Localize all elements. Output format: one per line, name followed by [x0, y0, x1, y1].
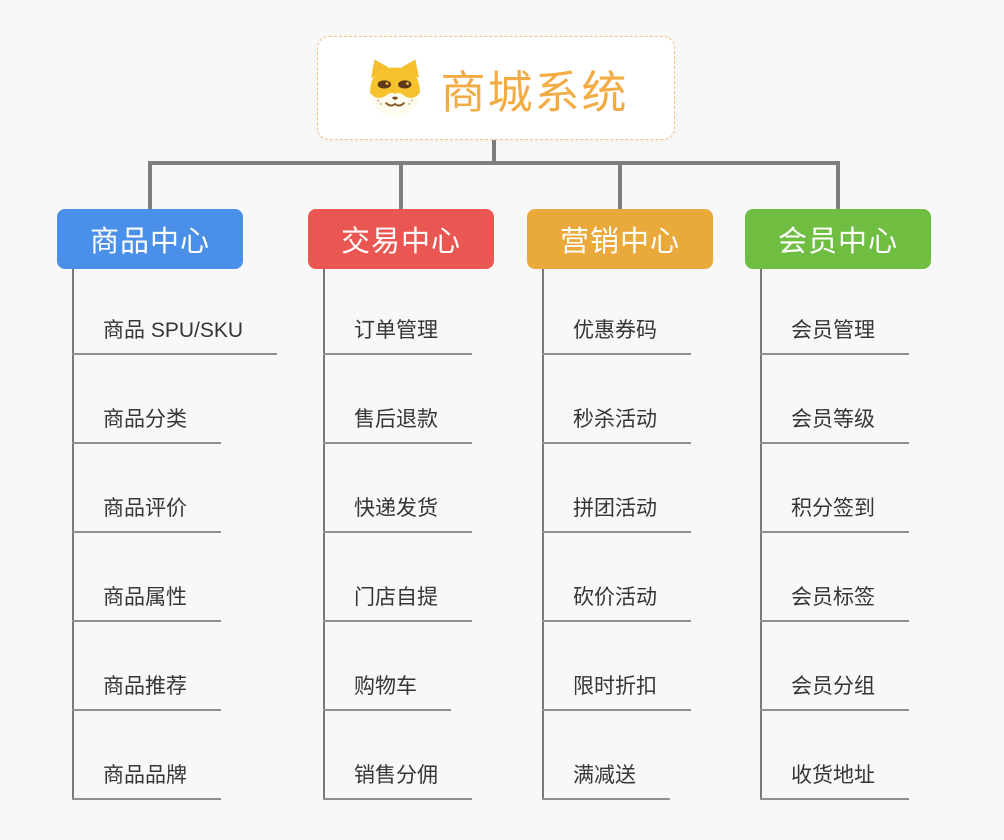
- leaf-item[interactable]: 满减送: [542, 759, 670, 800]
- root-stem-line: [492, 139, 496, 165]
- branch-label: 营销中心: [559, 226, 680, 258]
- leaf-item[interactable]: 商品评价: [72, 492, 221, 533]
- branch-label: 交易中心: [340, 226, 461, 258]
- leaf-item[interactable]: 商品 SPU/SKU: [72, 314, 278, 355]
- leaf-item[interactable]: 秒杀活动: [542, 403, 691, 444]
- leaf-item[interactable]: 积分签到: [760, 492, 909, 533]
- leaf-item[interactable]: 订单管理: [323, 314, 472, 355]
- leaf-item[interactable]: 优惠券码: [542, 314, 691, 355]
- dog-face-icon: [370, 59, 421, 117]
- branch-drop-line: [148, 161, 152, 209]
- branch-node-member-center[interactable]: 会员中心: [745, 209, 931, 269]
- branch-node-trade-center[interactable]: 交易中心: [308, 209, 494, 269]
- branch-drop-line: [399, 161, 403, 209]
- column-spine-line: [542, 269, 544, 800]
- column-spine-line: [323, 269, 325, 800]
- leaf-item[interactable]: 售后退款: [323, 403, 472, 444]
- leaf-item[interactable]: 商品品牌: [72, 759, 221, 800]
- leaf-item[interactable]: 砍价活动: [542, 581, 691, 622]
- branch-node-marketing-center[interactable]: 营销中心: [527, 209, 713, 269]
- leaf-item[interactable]: 会员分组: [760, 670, 909, 711]
- leaf-item[interactable]: 门店自提: [323, 581, 472, 622]
- branch-bus-line: [148, 161, 840, 165]
- root-title: 商城系统: [440, 66, 629, 118]
- leaf-item[interactable]: 限时折扣: [542, 670, 691, 711]
- branch-column-trade: 订单管理 售后退款 快递发货 门店自提 购物车 销售分佣: [323, 269, 472, 800]
- branch-node-product-center[interactable]: 商品中心: [57, 209, 243, 269]
- leaf-item[interactable]: 销售分佣: [323, 759, 472, 800]
- branch-column-product: 商品 SPU/SKU 商品分类 商品评价 商品属性 商品推荐 商品品牌: [72, 269, 278, 800]
- leaf-item[interactable]: 会员标签: [760, 581, 909, 622]
- leaf-item[interactable]: 会员等级: [760, 403, 909, 444]
- leaf-item[interactable]: 购物车: [323, 670, 451, 711]
- branch-drop-line: [618, 161, 622, 209]
- leaf-item[interactable]: 拼团活动: [542, 492, 691, 533]
- branch-column-member: 会员管理 会员等级 积分签到 会员标签 会员分组 收货地址: [760, 269, 909, 800]
- root-node[interactable]: 商城系统: [317, 36, 675, 140]
- branch-drop-line: [836, 161, 840, 209]
- leaf-item[interactable]: 会员管理: [760, 314, 909, 355]
- leaf-item[interactable]: 商品属性: [72, 581, 221, 622]
- leaf-item[interactable]: 商品推荐: [72, 670, 221, 711]
- leaf-item[interactable]: 快递发货: [323, 492, 472, 533]
- leaf-item[interactable]: 商品分类: [72, 403, 221, 444]
- branch-label: 商品中心: [89, 226, 210, 258]
- column-spine-line: [72, 269, 74, 800]
- branch-label: 会员中心: [777, 226, 898, 258]
- leaf-item[interactable]: 收货地址: [760, 759, 909, 800]
- column-spine-line: [760, 269, 762, 800]
- branch-column-marketing: 优惠券码 秒杀活动 拼团活动 砍价活动 限时折扣 满减送: [542, 269, 691, 800]
